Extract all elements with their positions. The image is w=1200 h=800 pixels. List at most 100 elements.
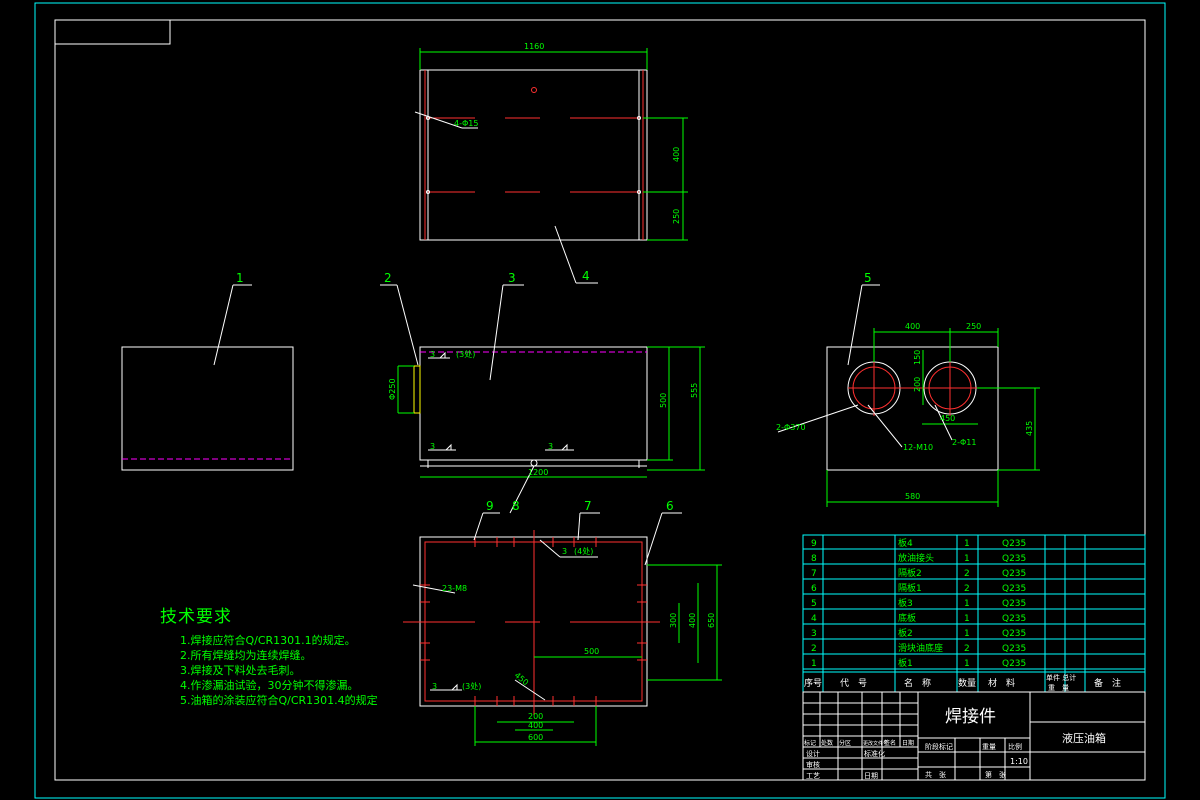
- corner-tag-box: [54, 19, 171, 45]
- product-name: 液压油箱: [1062, 731, 1106, 745]
- label-process: 工艺: [806, 772, 820, 780]
- title-block: [802, 691, 1146, 781]
- label-standard: 标准化: [864, 749, 885, 758]
- label-check: 审核: [806, 760, 820, 769]
- bom-row-8-qty: 1: [964, 554, 970, 564]
- bom-row-2-name: 滑块油底座: [898, 642, 943, 654]
- bom-row-2-mat: Q235: [1002, 644, 1026, 654]
- dim-bot-400: 400: [688, 613, 697, 628]
- requirement-2: 2.所有焊缝均为连续焊缝。: [180, 649, 312, 662]
- bottom-view: [403, 512, 722, 746]
- dim-front-bottom: 1200: [528, 468, 548, 477]
- technical-requirements-title: 技术要求: [160, 607, 232, 627]
- bom-header-code: 代 号: [840, 678, 867, 689]
- balloon-9: 9: [486, 499, 494, 513]
- bom-row-5-name: 板3: [898, 597, 913, 609]
- bom-row-4-no: 4: [811, 614, 817, 624]
- inner-border: [54, 19, 1146, 781]
- callout-side-circle: 2-Φ370: [776, 423, 806, 432]
- bom-row-8-mat: Q235: [1002, 554, 1026, 564]
- bom-row-9-mat: Q235: [1002, 539, 1026, 549]
- requirement-5: 5.油箱的涂装应符合Q/CR1301.4的规定: [180, 694, 378, 707]
- bom-header-qty: 数量: [958, 677, 976, 689]
- bom-row-3-mat: Q235: [1002, 629, 1026, 639]
- dim-front-left: Φ250: [388, 378, 397, 400]
- label-weight: 重量: [982, 743, 996, 751]
- bom-row-6-name: 隔板1: [898, 582, 922, 594]
- bom-row-6-no: 6: [811, 584, 817, 594]
- label-zone: 分区: [839, 739, 851, 747]
- bom-row-7-qty: 2: [964, 569, 970, 579]
- dim-front-500: 500: [659, 393, 668, 408]
- technical-requirements: 技术要求 1.焊接应符合Q/CR1301.1的规定。 2.所有焊缝均为连续焊缝。…: [160, 607, 378, 708]
- dim-side-200: 200: [913, 377, 922, 392]
- bom-row-3-no: 3: [811, 629, 817, 639]
- weld-front-3: 3: [548, 442, 553, 451]
- balloon-8: 8: [512, 499, 520, 513]
- bom-header-name: 名 称: [904, 677, 931, 689]
- dim-bot-650: 650: [707, 613, 716, 628]
- bom-row-3-name: 板2: [898, 627, 913, 639]
- balloon-4: 4: [582, 269, 590, 283]
- bom-row-2-no: 2: [811, 644, 817, 654]
- requirement-3: 3.焊接及下料处去毛刺。: [180, 664, 301, 677]
- side-view: [777, 284, 1040, 507]
- callout-top-holes: 4-Φ15: [454, 119, 478, 128]
- bom-row-7-mat: Q235: [1002, 569, 1026, 579]
- label-total: 共 张: [925, 770, 946, 779]
- label-sheet: 第 张: [985, 770, 1006, 779]
- label-mark: 标记: [804, 739, 816, 747]
- label-date: 日期: [902, 739, 914, 747]
- bom-row-5-qty: 1: [964, 599, 970, 609]
- label-stage: 阶段标记: [925, 742, 953, 751]
- requirement-4: 4.作渗漏油试验，30分钟不得渗漏。: [180, 679, 359, 692]
- callout-side-m11: 2-Φ11: [952, 438, 976, 447]
- dim-front-555: 555: [690, 383, 699, 398]
- weld-bot-1-tag: (4处): [574, 546, 593, 556]
- bom-row-9-name: 板4: [898, 537, 913, 549]
- dim-top-400: 400: [672, 147, 681, 162]
- drawing-name: 焊接件: [945, 707, 996, 727]
- weld-bot-2-tag: (3处): [462, 681, 481, 691]
- dim-side-435: 435: [1025, 421, 1034, 436]
- bom-row-6-mat: Q235: [1002, 584, 1026, 594]
- outer-border: [34, 2, 1166, 799]
- dim-bot-200: 200: [528, 712, 543, 721]
- bom-row-1-qty: 1: [964, 659, 970, 669]
- bom-row-7-name: 隔板2: [898, 567, 922, 579]
- bom-table: [802, 534, 1146, 693]
- bom-row-4-mat: Q235: [1002, 614, 1026, 624]
- dim-bot-300: 300: [669, 613, 678, 628]
- bom-row-4-qty: 1: [964, 614, 970, 624]
- bom-row-9-no: 9: [811, 539, 817, 549]
- weld-front-2: 3: [430, 442, 435, 451]
- label-scale: 比例: [1008, 742, 1022, 751]
- balloon-6: 6: [666, 499, 674, 513]
- scale-value: 1:10: [1010, 757, 1028, 766]
- dim-side-450: 450: [940, 414, 955, 423]
- weld-front-1: 3: [430, 350, 435, 359]
- dim-side-250: 250: [966, 322, 981, 331]
- bom-header-weight: 单件 总计: [1046, 673, 1076, 682]
- bom-header-note: 备 注: [1094, 677, 1121, 689]
- bom-row-4-name: 底板: [898, 612, 916, 624]
- callout-bot-holes: 23-M8: [442, 584, 467, 593]
- bom-header-weight2: 重 量: [1048, 684, 1069, 692]
- dim-bot-600: 600: [528, 733, 543, 742]
- dim-bot-500: 500: [584, 647, 599, 656]
- bom-row-7-no: 7: [811, 569, 817, 579]
- bom-row-8-no: 8: [811, 554, 817, 564]
- label-change: 更改文件号: [863, 740, 888, 747]
- label-design: 设计: [806, 749, 820, 758]
- bom-row-3-qty: 1: [964, 629, 970, 639]
- balloon-7: 7: [584, 499, 592, 513]
- bom-row-5-mat: Q235: [1002, 599, 1026, 609]
- callout-side-m10: 12-M10: [903, 443, 933, 452]
- bom-row-2-qty: 2: [964, 644, 970, 654]
- bom-header-mat: 材 料: [988, 677, 1015, 689]
- weld-front-1-tag: (3处): [456, 349, 475, 359]
- front-view: [380, 284, 705, 514]
- label-count: 处数: [821, 739, 833, 747]
- requirement-1: 1.焊接应符合Q/CR1301.1的规定。: [180, 634, 356, 647]
